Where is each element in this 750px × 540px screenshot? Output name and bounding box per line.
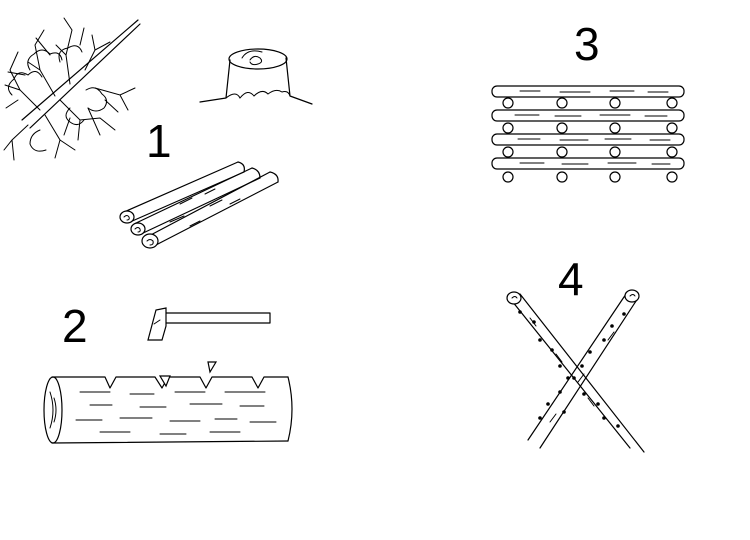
log-bundle-icon (119, 161, 279, 249)
log-end-row (502, 122, 678, 134)
step-label-4: 4 (558, 253, 584, 305)
fallen-tree-icon (3, 17, 141, 161)
step-label-2: 2 (62, 300, 88, 352)
diagonal-log-left (527, 289, 640, 449)
axe-icon (147, 307, 271, 341)
horizontal-log (491, 157, 685, 170)
horizontal-log (491, 133, 685, 146)
tree-stump-icon (199, 48, 313, 105)
stacked-logs-icon (491, 85, 685, 183)
step-label-1: 1 (146, 115, 172, 167)
notched-log-icon (43, 361, 293, 444)
crossed-logs-icon (506, 289, 645, 453)
step-label-3: 3 (574, 18, 600, 70)
horizontal-log (491, 85, 685, 98)
log-end-row (502, 97, 678, 109)
diagonal-log-right (506, 291, 645, 453)
log-end-row (502, 171, 678, 183)
log-end-row (502, 146, 678, 158)
horizontal-log (491, 109, 685, 122)
